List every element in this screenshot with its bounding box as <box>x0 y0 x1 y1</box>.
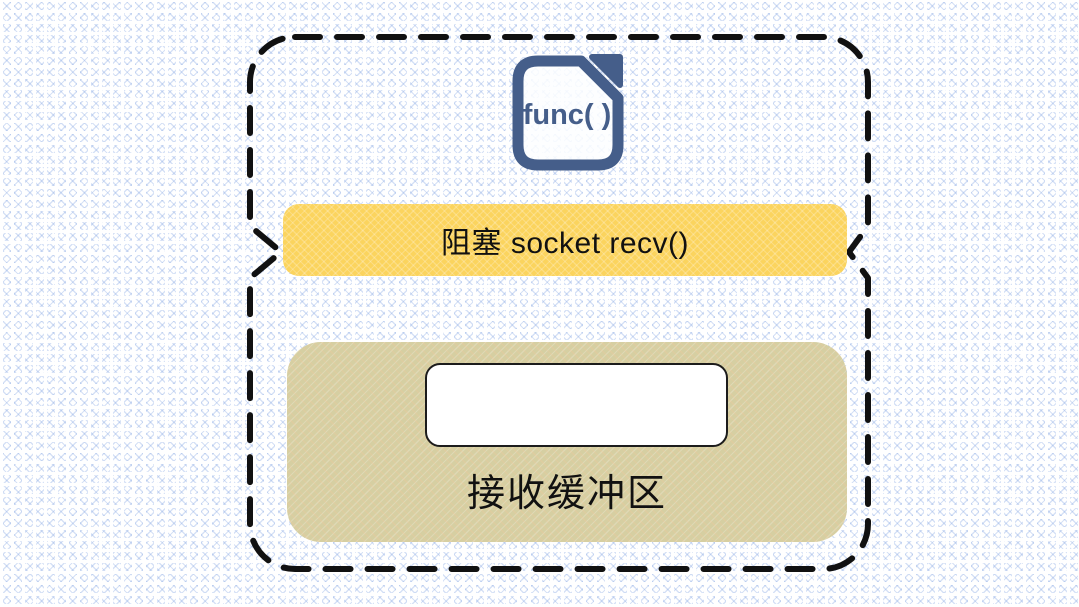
func-icon-label: func( ) <box>523 99 612 131</box>
blocking-recv-bar: 阻塞 socket recv() <box>283 204 847 276</box>
receive-buffer-label: 接收缓冲区 <box>466 473 667 515</box>
func-file-icon: func( ) <box>512 54 624 171</box>
receive-buffer-empty-slot <box>425 363 728 447</box>
blocking-recv-bar-label: 阻塞 socket recv() <box>440 227 690 260</box>
dashed-boundary-path <box>247 34 871 572</box>
file-outline <box>512 55 624 171</box>
folded-corner-flap <box>589 54 623 88</box>
